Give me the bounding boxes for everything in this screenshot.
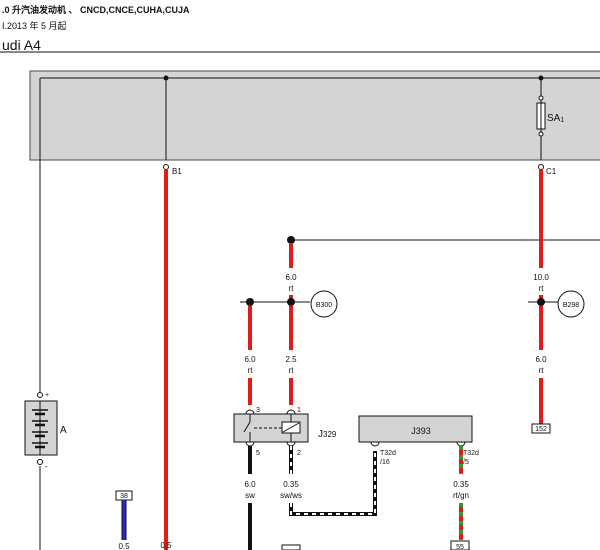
- vehicle-model: udi A4: [2, 37, 41, 53]
- wire-b05b-label: 0.5: [160, 541, 172, 550]
- module-pin-16: [370, 441, 380, 447]
- relay-pin-2-label: 2: [297, 450, 301, 457]
- bus-junction: [538, 75, 544, 81]
- wire-swws-route-outline: [289, 451, 377, 516]
- battery-minus-terminal: [37, 459, 43, 465]
- wire-swws-color: sw/ws: [280, 491, 302, 500]
- wire-rtgn-color: rt/gn: [453, 491, 469, 500]
- supply-junction: [287, 236, 295, 244]
- ref-38-label: 38: [120, 493, 128, 500]
- relay-coil-diagonal: [282, 422, 300, 433]
- relay-pin-1-label: 1: [297, 407, 301, 414]
- fuse-terminal: [538, 95, 544, 101]
- module-j393-label: J393: [411, 426, 431, 436]
- module-pin-16-label-b: /16: [380, 459, 390, 466]
- wire-rtgn-size: 0.35: [453, 480, 469, 489]
- relay-label: J329: [318, 429, 337, 440]
- relay-pin-3: [245, 409, 255, 415]
- module-pin-5-label-a: T32d: [463, 450, 479, 457]
- module-pin-5: [456, 441, 466, 447]
- relay-switch: [243, 421, 251, 433]
- ref-55: [450, 540, 470, 550]
- pin-b1-label: B1: [172, 167, 182, 176]
- relay-pin-1: [286, 409, 296, 415]
- relay-pin-5: [245, 441, 255, 447]
- wire-sw-size: 6.0: [244, 480, 256, 489]
- wire-r10-size: 10.0: [533, 273, 549, 282]
- relay-pin-3-label: 3: [256, 407, 260, 414]
- junction: [246, 298, 254, 306]
- junction: [537, 298, 545, 306]
- wire-sw-color: sw: [245, 491, 255, 500]
- wire-mid-color: rt: [289, 366, 295, 375]
- fuse-terminal: [538, 131, 544, 137]
- battery-label: A: [60, 425, 67, 436]
- wire-swws-size: 0.35: [283, 480, 299, 489]
- ground-point-b298: [557, 290, 585, 318]
- ref-152: [531, 423, 551, 434]
- diagram-title: .0 升汽油发动机 、 CNCD,CNCE,CUHA,CUJA: [2, 5, 190, 15]
- wire-mid-size: 2.5: [285, 355, 297, 364]
- pin-c1: [538, 164, 544, 170]
- fuse-panel: [29, 70, 600, 161]
- pin-b1: [163, 164, 169, 170]
- module-pin-5-label-b: /5: [463, 459, 469, 466]
- diagram-date: I.2013 年 5 月起: [2, 21, 67, 31]
- ref-box: [281, 544, 301, 550]
- ground-point-b300-label: B300: [316, 302, 332, 309]
- module-pin-16-label-a: T32d: [380, 450, 396, 457]
- wire-top-size: 6.0: [285, 273, 297, 282]
- battery-cells: [32, 409, 48, 449]
- bus-junction: [163, 75, 169, 81]
- junction: [287, 298, 295, 306]
- wire-left-size: 6.0: [244, 355, 256, 364]
- wire-top-color: rt: [289, 284, 295, 293]
- battery-plus-terminal: [37, 392, 43, 398]
- wire-r6-size: 6.0: [535, 355, 547, 364]
- wire-left-color: rt: [248, 366, 254, 375]
- battery-plus-label: +: [45, 392, 49, 399]
- ground-point-b300: [310, 290, 338, 318]
- wire-b05a-label: 0.5: [118, 542, 130, 550]
- pin-c1-label: C1: [546, 167, 557, 176]
- ground-point-b298-label: B298: [563, 302, 579, 309]
- ref-152-label: 152: [535, 426, 547, 433]
- wire-swws-route: [290, 451, 376, 515]
- relay-pin-2: [286, 441, 296, 447]
- relay-pin-5-label: 5: [256, 450, 260, 457]
- ref-55-label: 55: [456, 544, 464, 550]
- wire-r10-color: rt: [539, 284, 545, 293]
- wire-r6-color: rt: [539, 366, 545, 375]
- fuse-label: SA1: [547, 113, 564, 124]
- module-j393: [358, 415, 473, 443]
- battery-minus-label: -: [45, 462, 48, 471]
